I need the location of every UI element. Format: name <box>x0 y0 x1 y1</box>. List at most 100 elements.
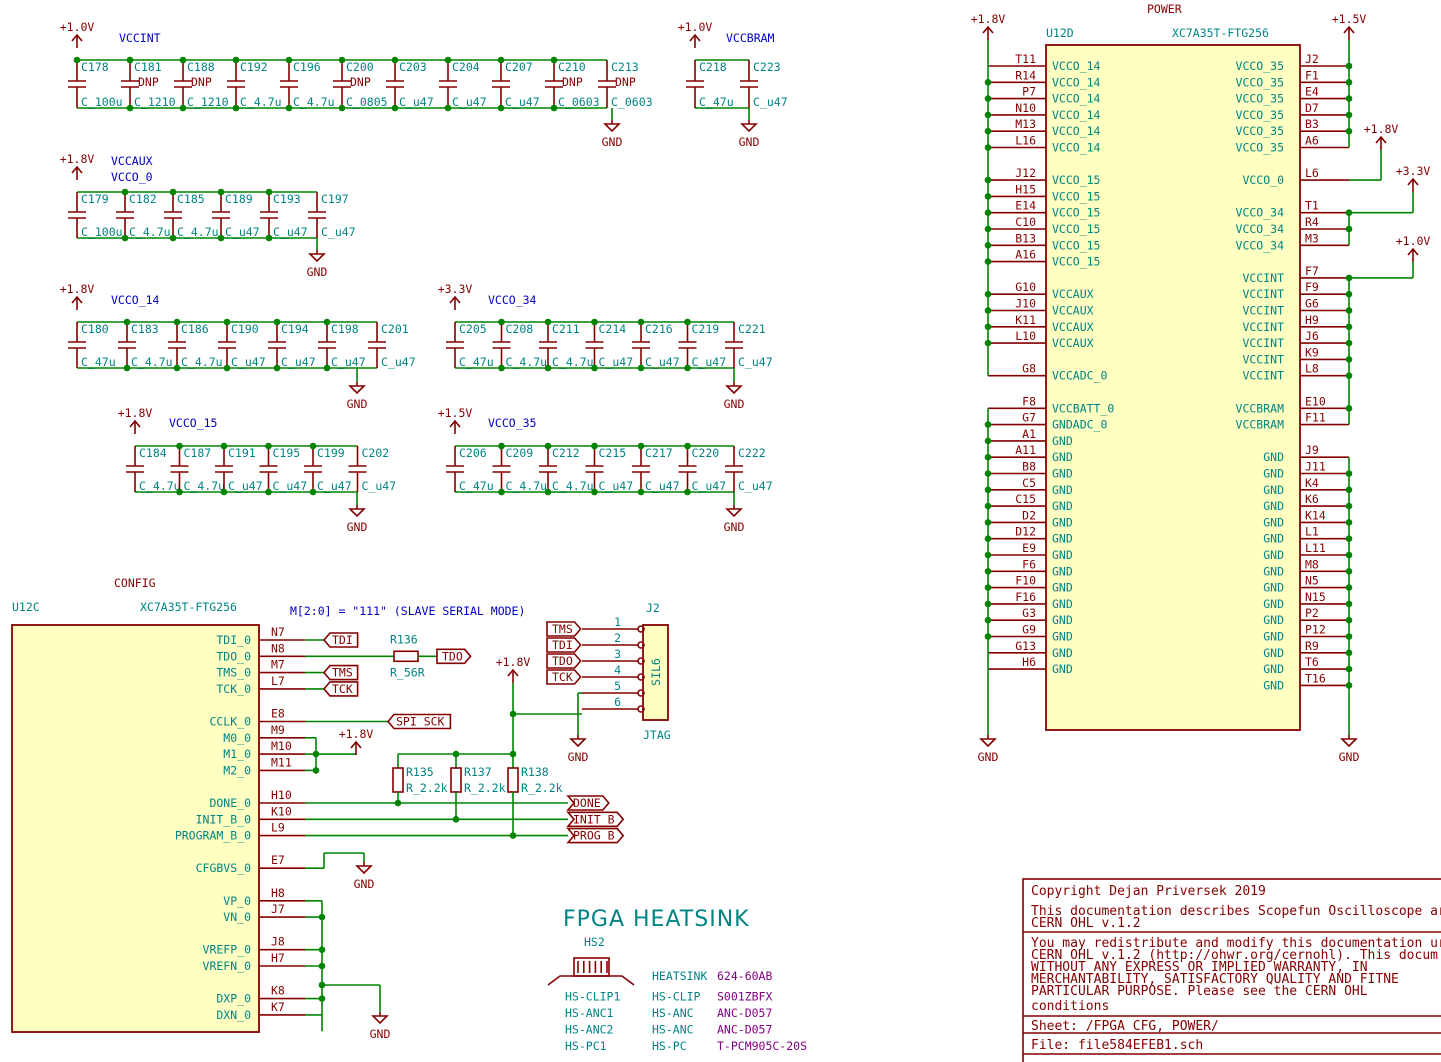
capacitor-ref: C220 <box>692 446 720 460</box>
pin-name: GND <box>1052 564 1073 578</box>
gnd-label: GND <box>370 1027 391 1041</box>
capacitor-value: C_u47 <box>645 479 680 493</box>
junction-dot <box>637 442 645 450</box>
pin-name: GND <box>1052 548 1073 562</box>
junction-dot <box>179 104 187 112</box>
capacitor-value: C_u47 <box>599 355 634 369</box>
junction-dot <box>498 488 505 496</box>
gnd-label: GND <box>724 520 745 534</box>
capacitor-ref: C210 <box>558 60 586 74</box>
pin-name: VCCINT <box>1242 369 1284 383</box>
title-block-text: PARTICULAR PURPOSE. Please see the CERN … <box>1031 984 1368 999</box>
label-tdo-text: TDO <box>442 649 463 663</box>
junction-dot <box>223 318 231 326</box>
resistor-value: R_2.2k <box>521 781 563 795</box>
junction-dot <box>984 470 992 477</box>
pin-number: N10 <box>1015 101 1036 115</box>
gnd-label: GND <box>347 397 368 411</box>
power-label: +3.3V <box>438 282 473 296</box>
resistor-ref: R135 <box>406 765 434 779</box>
pin-name: VCCINT <box>1242 287 1284 301</box>
connector-pin-number: 2 <box>614 631 621 645</box>
label-tms <box>322 664 359 681</box>
capacitor-ref: C206 <box>459 446 487 460</box>
power-symbol <box>689 33 701 42</box>
group-label: VCCO_34 <box>488 293 537 307</box>
group-label: VCCO_15 <box>169 416 217 430</box>
capacitor-value: C_u47 <box>273 479 308 493</box>
capacitor-value: C_u47 <box>362 479 397 493</box>
label-tck-text: TCK <box>332 682 353 696</box>
capacitor-dnp: DNP <box>138 75 159 89</box>
junction-dot <box>984 258 992 265</box>
pin-name: VP_0 <box>223 894 251 908</box>
group-label: VCCAUX <box>111 154 153 168</box>
label-tms-j-text: TMS <box>552 622 573 636</box>
pin-number: T1 <box>1305 199 1319 213</box>
pin-number: F8 <box>1022 394 1036 408</box>
junction-dot <box>173 364 181 372</box>
junction-dot <box>1345 79 1353 86</box>
pin-number: G13 <box>1015 639 1036 653</box>
capacitor-ref: C183 <box>131 322 159 336</box>
resistor <box>450 767 462 793</box>
pin-number: J10 <box>1015 297 1036 311</box>
pin-number: E10 <box>1305 394 1326 408</box>
pin-name: VCCO_34 <box>1236 206 1285 220</box>
capacitor-ref: C205 <box>459 322 487 336</box>
capacitor-value: C_0603 <box>611 95 653 109</box>
pin-number: C5 <box>1022 476 1036 490</box>
junction-dot <box>637 488 645 496</box>
capacitor-ref: C196 <box>293 60 321 74</box>
junction-dot <box>984 95 992 102</box>
pin-name: GND <box>1263 467 1284 481</box>
pin-number: N8 <box>271 641 285 655</box>
power-label: +1.5V <box>438 406 473 420</box>
capacitor-ref: C216 <box>645 322 673 336</box>
label-spi-sck-text: SPI_SCK <box>396 715 445 729</box>
power-part-value: XC7A35T-FTG256 <box>1172 26 1269 40</box>
label-tck-j-text: TCK <box>552 670 573 684</box>
pin-name: GND <box>1263 678 1284 692</box>
junction-dot <box>1345 649 1353 657</box>
power-label: +1.8V <box>971 12 1006 26</box>
junction-dot <box>220 488 228 496</box>
pin-number: B8 <box>1022 460 1036 474</box>
capacitor-ref: C209 <box>506 446 534 460</box>
pin-number: T16 <box>1305 671 1326 685</box>
power-symbol <box>1407 177 1419 186</box>
config-title: CONFIG <box>114 576 156 590</box>
junction-dot <box>984 453 992 461</box>
junction-dot <box>550 104 558 112</box>
pin-number: G8 <box>1022 362 1036 376</box>
connector-j2 <box>642 624 669 721</box>
power-label: +1.8V <box>118 406 153 420</box>
capacitor-value: C_0805 <box>346 95 388 109</box>
pin-number: J8 <box>271 935 285 949</box>
pin-name: VCCADC_0 <box>1052 369 1107 383</box>
capacitor-ref: C208 <box>506 322 534 336</box>
label-tdi <box>322 632 359 648</box>
junction-dot <box>544 442 552 450</box>
pin-name: VCCO_14 <box>1052 92 1101 106</box>
pin-name: VCCAUX <box>1052 336 1094 350</box>
junction-dot <box>176 488 183 496</box>
capacitor-value: C_4.7u <box>506 479 548 493</box>
pin-name: VCCO_35 <box>1236 124 1284 138</box>
label-tms-j <box>546 621 582 637</box>
gnd-label: GND <box>354 877 375 891</box>
capacitor-value: C_u47 <box>645 355 680 369</box>
pin-number: P2 <box>1305 606 1319 620</box>
pin-number: F1 <box>1305 68 1319 82</box>
power-part-ref: U12D <box>1046 26 1074 40</box>
pin-name: VCCINT <box>1242 352 1284 366</box>
pin-name: VCCO_34 <box>1236 222 1285 236</box>
capacitor-ref: C221 <box>738 322 766 336</box>
capacitor-value: C_4.7u <box>293 95 335 109</box>
capacitor-ref: C185 <box>177 192 205 206</box>
capacitor-value: C_u47 <box>331 355 366 369</box>
junction-dot <box>1345 535 1353 542</box>
capacitor-ref: C190 <box>231 322 259 336</box>
pin-name: DONE_0 <box>209 796 251 810</box>
